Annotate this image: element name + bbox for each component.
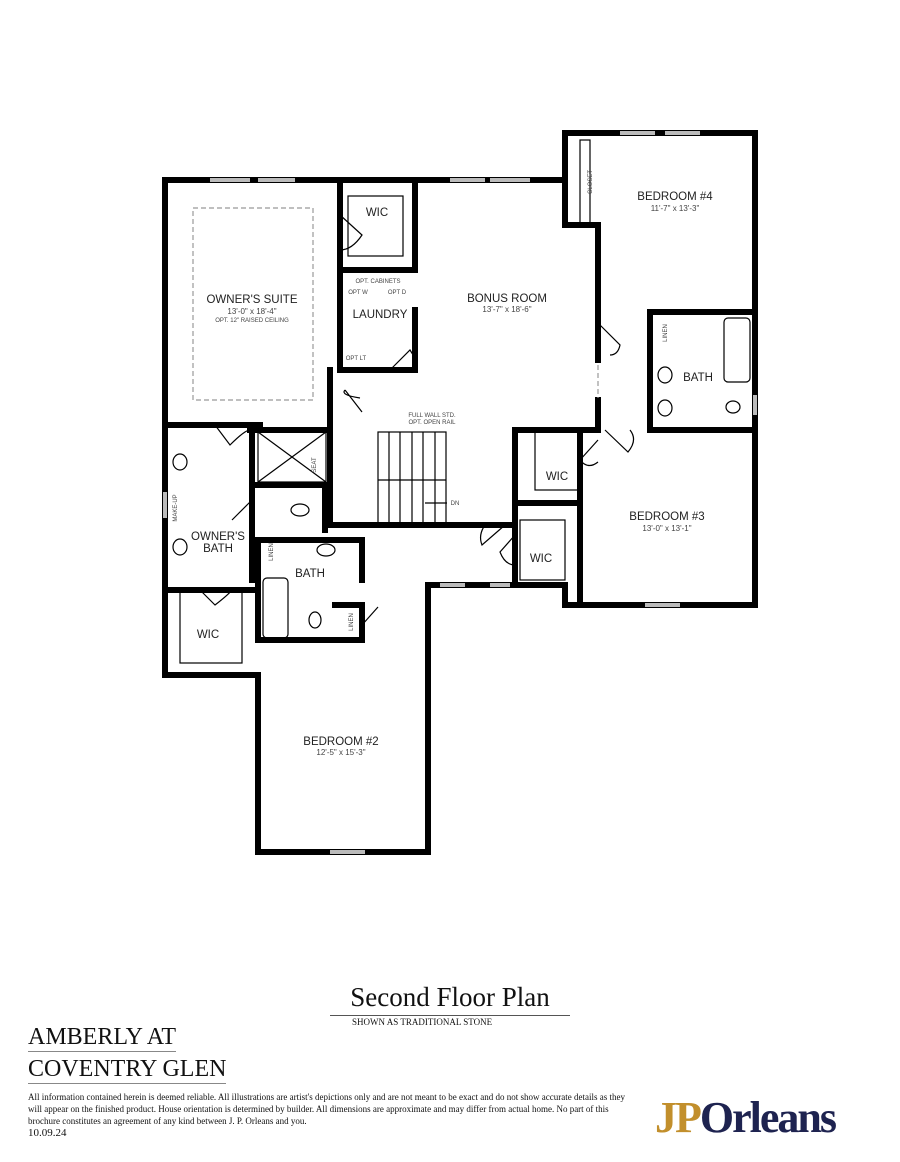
opt-laundry-tub-label: OPT LT — [346, 356, 367, 362]
logo-jp: JP — [655, 1093, 702, 1142]
bonus-room-dims: 13'-7" x 18'-6" — [482, 305, 531, 314]
bedroom4-label: BEDROOM #4 — [637, 191, 713, 203]
down-label: DN — [451, 501, 460, 507]
date: 10.09.24 — [28, 1127, 67, 1139]
opt-cabinets-label: OPT. CABINETS — [355, 279, 400, 285]
disclaimer: All information contained herein is deem… — [28, 1092, 625, 1126]
jp-orleans-logo: JPOrleans — [655, 1092, 837, 1143]
windows — [163, 131, 757, 854]
makeup-label: MAKE-UP — [173, 494, 179, 521]
bedroom2-label: BEDROOM #2 — [303, 736, 378, 748]
raised-ceiling-note: OPT. 12" RAISED CEILING — [215, 318, 289, 324]
bedroom3-dims: 13'-0" x 13'-1" — [642, 524, 691, 533]
bonus-room-label: BONUS ROOM — [467, 293, 547, 305]
plan-subtitle: SHOWN AS TRADITIONAL STONE — [352, 1017, 493, 1027]
owners-suite-label: OWNER'S SUITE — [206, 294, 297, 306]
bedroom2-dims: 12'-5" x 15'-3" — [316, 748, 365, 757]
bath-label-hall: BATH — [295, 568, 325, 580]
linen-label-bed4: LINEN — [663, 324, 669, 342]
wic-label-hall: WIC — [530, 553, 552, 565]
linen-label-owners: LINEN — [269, 543, 275, 561]
owners-bath-label-2: BATH — [203, 543, 233, 555]
bath-label-bed4: BATH — [683, 372, 713, 384]
opt-washer-label: OPT W — [348, 290, 368, 296]
wic-label: WIC — [366, 207, 388, 219]
walls — [162, 130, 758, 855]
linen-label-hall: LINEN — [349, 613, 355, 631]
stair-note-2: OPT. OPEN RAIL — [408, 420, 456, 426]
opt-dryer-label: OPT D — [388, 290, 407, 296]
floor-plan: OWNER'S SUITE 13'-0" x 18'-4" OPT. 12" R… — [162, 130, 758, 855]
plan-title: Second Floor Plan — [330, 982, 570, 1016]
community-name-line2: COVENTRY GLEN — [28, 1056, 227, 1084]
wic-label-bed3: WIC — [546, 471, 568, 483]
owners-suite-dims: 13'-0" x 18'-4" — [227, 307, 276, 316]
bedroom4-dims: 11'-7" x 13'-3" — [651, 204, 700, 213]
staircase[interactable] — [377, 431, 447, 526]
community-name-line1: AMBERLY AT — [28, 1024, 177, 1052]
seat-label: SEAT — [312, 457, 318, 473]
wic-label-owners: WIC — [197, 629, 219, 641]
closet-label: CLOSET — [588, 170, 594, 194]
laundry-label: LAUNDRY — [353, 309, 408, 321]
logo-orleans: Orleans — [699, 1093, 837, 1142]
raised-ceiling-outline — [192, 207, 314, 401]
owners-bath-label-1: OWNER'S — [191, 531, 245, 543]
bedroom3-label: BEDROOM #3 — [629, 511, 704, 523]
stair-note-1: FULL WALL STD. — [408, 413, 456, 419]
